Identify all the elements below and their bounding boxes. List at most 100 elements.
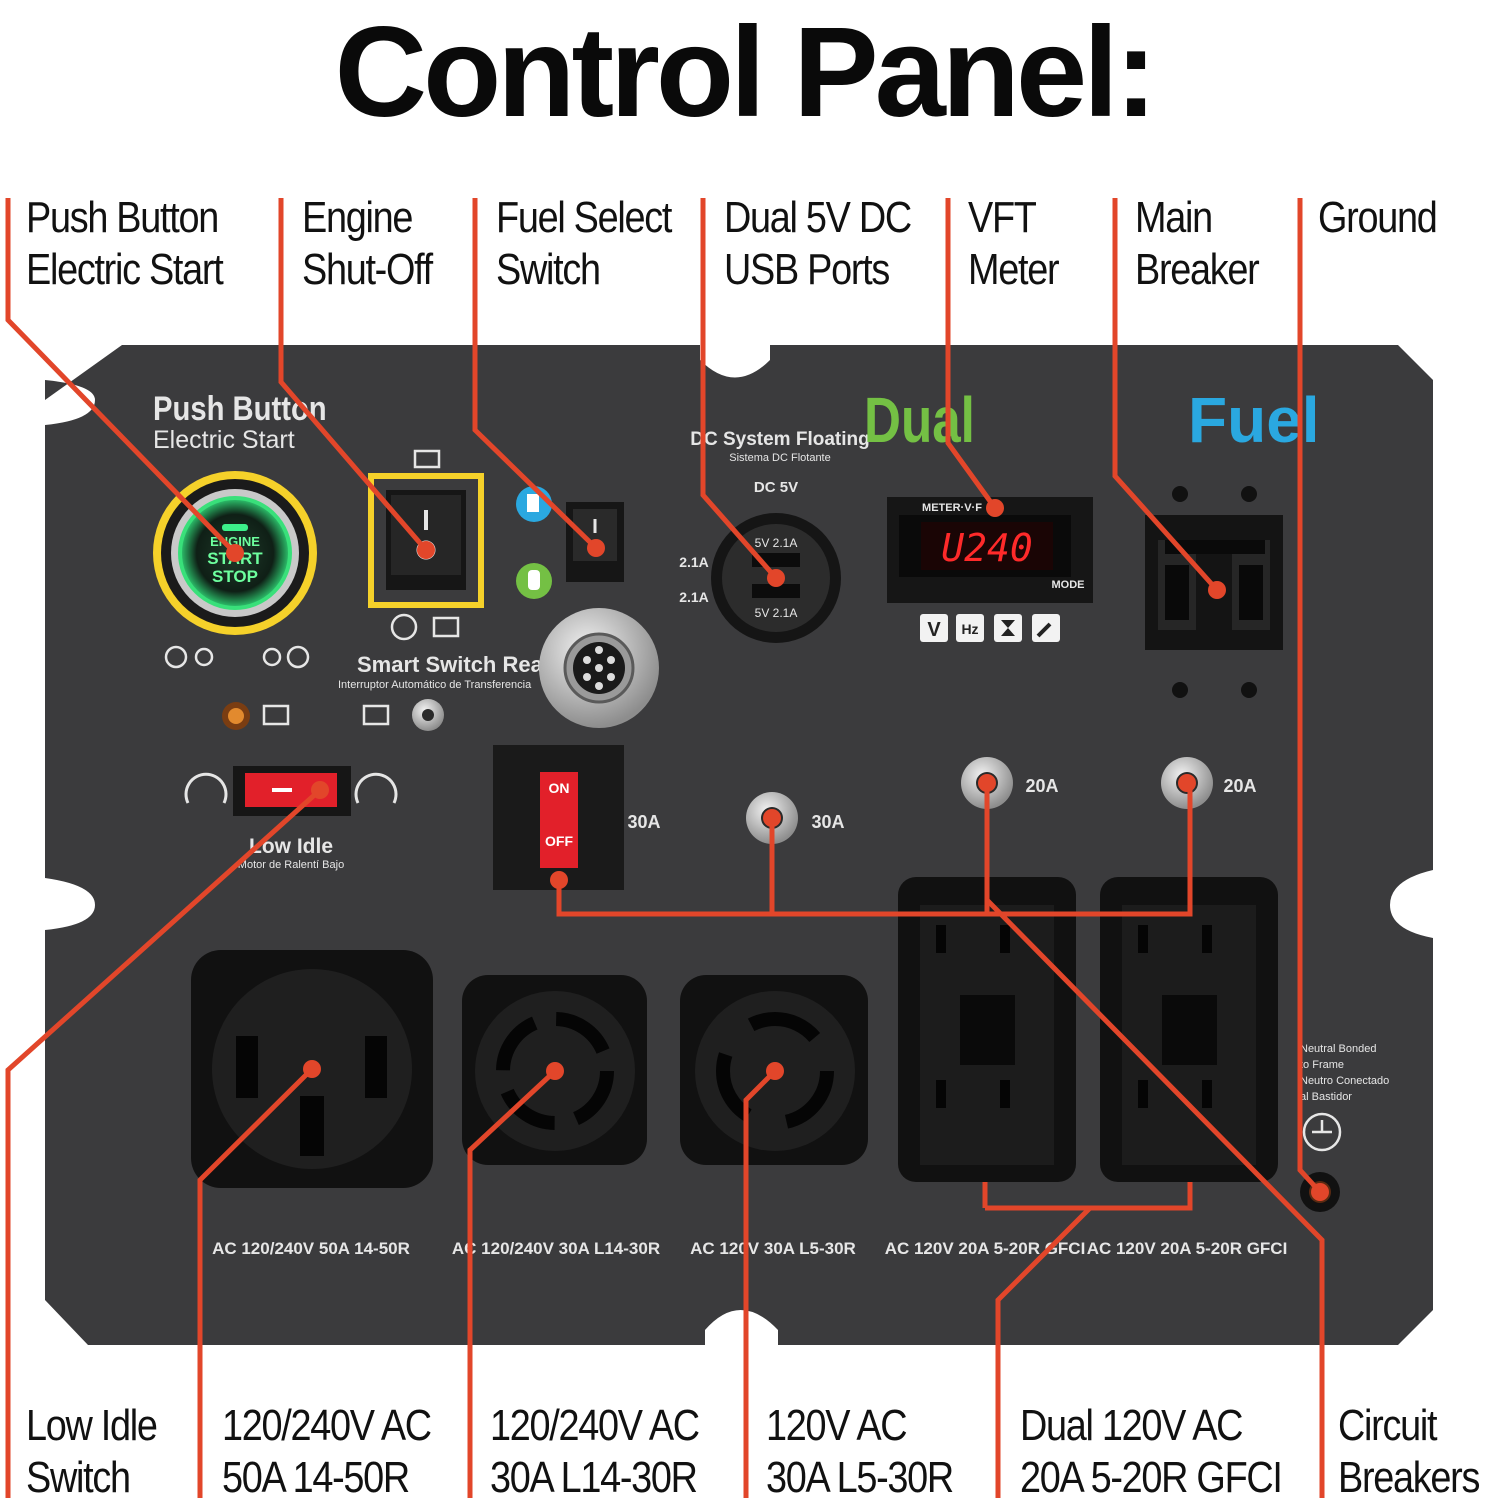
meter-hourglass-button[interactable] xyxy=(994,614,1022,642)
callout-line-1: Low Idle xyxy=(26,1401,158,1450)
push-button-subtitle: Electric Start xyxy=(153,426,295,454)
breaker-off-label: OFF xyxy=(545,833,573,849)
breaker-30a-label-1: 30A xyxy=(627,812,660,832)
meter-frequency-label: Hz xyxy=(961,621,978,637)
outlet-label-l14-30r: AC 120/240V 30A L14-30R xyxy=(452,1239,660,1258)
push-button-title: Push Button xyxy=(153,389,327,428)
low-idle-title: Low Idle xyxy=(249,835,333,858)
button-text-stop: STOP xyxy=(212,567,258,586)
low-idle-switch[interactable] xyxy=(233,766,351,816)
smart-switch-port[interactable] xyxy=(362,699,444,731)
hourglass-icon xyxy=(1001,620,1015,636)
callout-ground: Ground xyxy=(1318,192,1438,244)
breaker-30a-onoff[interactable]: ON OFF xyxy=(493,745,624,890)
brand-dual: Dual xyxy=(864,386,975,457)
gauge-icon-left xyxy=(184,772,228,804)
callout-line-2: Electric Start xyxy=(26,245,224,294)
outlet-label-gfci-2: AC 120V 20A 5-20R GFCI xyxy=(1087,1239,1288,1258)
meter-voltage-button[interactable]: V xyxy=(920,614,948,642)
meter-mode-label: MODE xyxy=(1052,579,1085,591)
usb-amp-2: 2.1A xyxy=(679,589,709,605)
page-title: Control Panel: xyxy=(334,1,1158,144)
engine-shutoff-switch[interactable] xyxy=(368,473,484,608)
callout-line-2: Breaker xyxy=(1135,245,1260,294)
low-idle-subtitle: Motor de Ralentí Bajo xyxy=(238,859,344,871)
callout-line-2: USB Ports xyxy=(724,245,890,294)
callout-line-1: 120/240V AC xyxy=(222,1401,432,1450)
callout-line-1: 120V AC xyxy=(766,1401,908,1450)
callout-line-1: Fuel Select xyxy=(496,193,672,242)
callout-line-1: Main xyxy=(1135,193,1213,242)
breaker-20a-label-2: 20A xyxy=(1223,776,1256,796)
callout-line-2: 30A L14-30R xyxy=(490,1453,698,1502)
propane-icon xyxy=(516,563,552,599)
callout-dots xyxy=(226,499,1329,1201)
outlet-label-14-50r: AC 120/240V 50A 14-50R xyxy=(212,1239,410,1258)
meter-frequency-button[interactable]: Hz xyxy=(956,614,984,642)
gasoline-icon xyxy=(516,486,552,522)
breaker-20a-label-1: 20A xyxy=(1025,776,1058,796)
engine-icon xyxy=(390,613,460,641)
battery-icon xyxy=(413,449,441,469)
meter-voltage-label: V xyxy=(927,619,941,641)
callout-line-1: Engine xyxy=(302,193,413,242)
callout-line-2: 30A L5-30R xyxy=(766,1453,954,1502)
callout-line-2: 20A 5-20R GFCI xyxy=(1020,1453,1283,1502)
usb-amp-1: 2.1A xyxy=(679,554,709,570)
engine-run-icon xyxy=(164,645,310,669)
callout-line-1: Circuit xyxy=(1338,1401,1437,1450)
dc-system-title: DC System Floating xyxy=(690,429,869,450)
callout-line-2: Meter xyxy=(968,245,1060,294)
usb-port-2-label: 5V 2.1A xyxy=(755,606,798,620)
meter-reading: U240 xyxy=(941,526,1033,570)
dc-5v-label: DC 5V xyxy=(754,479,798,496)
breaker-30a-label-2: 30A xyxy=(811,812,844,832)
callout-line-2: 50A 14-50R xyxy=(222,1453,410,1502)
dc-system-subtitle: Sistema DC Flotante xyxy=(729,452,830,464)
outlet-gfci-2[interactable] xyxy=(1100,877,1278,1182)
callout-line-1: Dual 5V DC xyxy=(724,193,912,242)
neutral-line-3: Neutro Conectado xyxy=(1300,1075,1389,1087)
smart-switch-title: Smart Switch Ready xyxy=(357,652,569,677)
outlet-label-gfci-1: AC 120V 20A 5-20R GFCI xyxy=(885,1239,1086,1258)
callout-line-2: Shut-Off xyxy=(302,245,433,294)
callout-line-1: Ground xyxy=(1318,193,1438,242)
callout-line-2: Breakers xyxy=(1338,1453,1480,1502)
callout-line-1: Dual 120V AC xyxy=(1020,1401,1244,1450)
neutral-line-2: to Frame xyxy=(1300,1059,1344,1071)
neutral-line-1: Neutral Bonded xyxy=(1300,1043,1376,1055)
callout-lines xyxy=(5,198,1325,1498)
ground-symbol-icon xyxy=(1302,1112,1342,1152)
callout-line-2: Switch xyxy=(26,1453,131,1502)
breaker-on-label: ON xyxy=(549,780,570,796)
neutral-line-4: al Bastidor xyxy=(1300,1091,1352,1103)
outlet-gfci-1[interactable] xyxy=(898,877,1076,1182)
callout-line-1: 120/240V AC xyxy=(490,1401,700,1450)
usb-port-2[interactable] xyxy=(752,584,800,598)
callout-line-2: Switch xyxy=(496,245,601,294)
meter-wrench-button[interactable] xyxy=(1032,614,1060,642)
gauge-icon-right xyxy=(354,772,398,804)
meter-brand: METER·V·F xyxy=(922,502,982,514)
callout-line-1: VFT xyxy=(968,193,1037,242)
smart-switch-subtitle: Interruptor Automático de Transferencia xyxy=(338,679,532,691)
battery-charge-indicator xyxy=(222,702,290,730)
outlet-label-l5-30r: AC 120V 30A L5-30R xyxy=(690,1239,856,1258)
wrench-icon xyxy=(1036,622,1052,638)
remote-start-connector[interactable] xyxy=(539,608,659,728)
callout-line-1: Push Button xyxy=(26,193,219,242)
usb-port-1-label: 5V 2.1A xyxy=(755,536,798,550)
